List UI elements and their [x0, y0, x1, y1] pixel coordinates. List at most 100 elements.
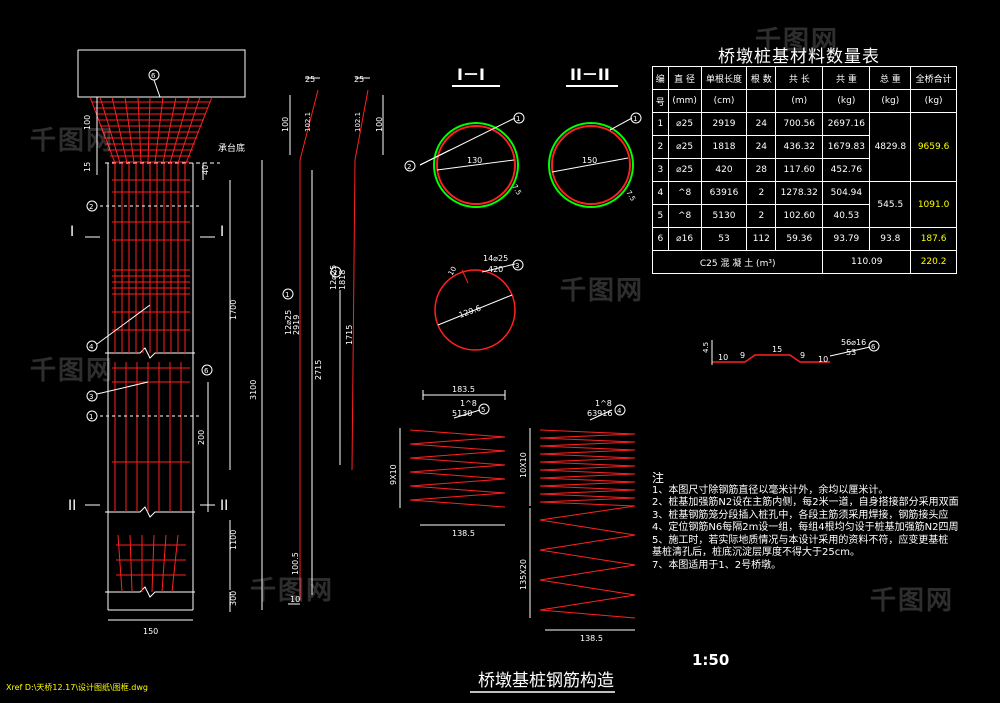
cell: ^8 — [667, 204, 702, 228]
sp5-bot: 138.5 — [452, 529, 475, 538]
cap-bottom-label: 承台底 — [218, 142, 245, 154]
callout-3: 3 — [89, 393, 93, 401]
table-row: 1 ⌀25 2919 24 700.56 2697.16 4829.8 9659… — [652, 112, 957, 182]
drawing-title: 桥墩基桩钢筋构造 — [478, 671, 614, 691]
mark-II-right: II — [220, 498, 228, 514]
xref-path: Xref D:\天桥12.17\设计图纸\图框.dwg — [6, 683, 148, 692]
secI-callout-1: 1 — [516, 115, 520, 123]
secI-dia: 130 — [467, 156, 482, 165]
cell: 1818 — [700, 135, 748, 159]
cell: 700.56 — [775, 112, 824, 136]
th-no: 编 — [652, 66, 669, 90]
cell: 3 — [652, 158, 669, 182]
note-item: 7、本图适用于1、2号桥墩。 — [652, 559, 782, 571]
cell: 4 — [652, 181, 669, 205]
bar1-callout — [282, 288, 294, 300]
dim-40: 40 — [201, 165, 210, 175]
cell: 24 — [746, 135, 777, 159]
th-weight: 共 重 — [822, 66, 871, 90]
section-I-circle — [419, 117, 519, 208]
note-item: 基桩清孔后，桩底沉淀层厚度不得大于25cm。 — [652, 547, 860, 558]
scale-label: 1:50 — [692, 651, 730, 669]
bar2-top-25: 25 — [354, 75, 364, 84]
callout-2: 2 — [89, 203, 93, 211]
cell: ⌀25 — [667, 135, 702, 159]
th-total-weight: 总 重 — [869, 66, 912, 90]
sp5-h: 9X10 — [389, 464, 398, 485]
note-item: 5、施工时，若实际地质情况与本设计采用的资料不符，应变更基桩 — [652, 534, 949, 546]
cell: 24 — [746, 112, 777, 136]
cell: 5 — [652, 204, 669, 228]
th-no-2: 号 — [652, 89, 669, 113]
cell: 504.94 — [822, 181, 871, 205]
cell: 2 — [652, 135, 669, 159]
th-count: 根 数 — [746, 66, 777, 90]
bar1-100: 100 — [281, 117, 290, 132]
callout-4: 4 — [89, 343, 94, 351]
bar1-102: 102.1 — [304, 112, 312, 132]
hook-45: 4.5 — [702, 342, 710, 353]
table-row: 5 ^8 5130 2 102.60 40.53 — [652, 204, 957, 228]
bar1-callout-num: 1 — [285, 291, 289, 299]
table-title: 桥墩桩基材料数量表 — [718, 47, 880, 67]
mark-I-right: I — [220, 224, 224, 240]
hook-9b: 9 — [800, 351, 805, 360]
hook-spec: 56⌀16 — [841, 338, 866, 347]
cell: 53 — [700, 227, 748, 251]
section-I-title: I－I — [457, 65, 485, 84]
callout-6a: 6 — [151, 72, 156, 80]
cell: 93.79 — [822, 227, 871, 251]
pile-callouts — [86, 69, 213, 422]
material-table: 编 直 径 单根长度 根 数 共 长 共 重 总 重 全桥合计 号 (mm) (… — [651, 66, 957, 274]
cell-grand-6: 187.6 — [910, 227, 957, 251]
bar1-len: 2919 — [292, 315, 301, 335]
cell: 6 — [652, 227, 669, 251]
section-II-circle — [548, 117, 634, 208]
cell: 436.32 — [775, 135, 824, 159]
note-item: 3、桩基钢筋笼分段插入桩孔中，各段主筋须采用焊接，钢筋接头应 — [652, 509, 949, 521]
secII-callout-1: 1 — [633, 115, 637, 123]
dim-150: 150 — [143, 627, 158, 636]
sp4-bot: 138.5 — [580, 634, 603, 643]
th-dia: 直 径 — [667, 66, 702, 90]
cell-grand-4-5: 1091.0 — [910, 181, 957, 228]
note-item: 2、桩基加强筋N2设在主筋内侧，每2米一道，自身搭接部分采用双面 — [652, 497, 959, 508]
concrete-grand: 220.2 — [910, 250, 957, 274]
th-len: 单根长度 — [700, 66, 748, 90]
cell: 2 — [746, 181, 777, 205]
secII-dia: 150 — [582, 156, 597, 165]
section-II-title: II－II — [570, 65, 610, 84]
cell-total-4-5: 545.5 — [869, 181, 912, 228]
concrete-label: C25 混 凝 土 (m³) — [651, 250, 824, 274]
th-len-unit: (cm) — [700, 89, 748, 113]
mark-II-left: II — [68, 498, 76, 514]
cell-grand-1-3: 9659.6 — [910, 112, 957, 182]
cage-top — [89, 96, 213, 164]
secII-t: 7.5 — [624, 189, 636, 203]
th-total-len: 共 长 — [775, 66, 824, 90]
cell: 1 — [652, 112, 669, 136]
pile-elevation — [77, 49, 246, 611]
dim-10: 10 — [290, 595, 300, 604]
dim-3100: 3100 — [249, 380, 258, 400]
cell: ⌀25 — [667, 158, 702, 182]
cell-total-6: 93.8 — [869, 227, 912, 251]
bar2-spec: 12⌀25 — [329, 265, 338, 290]
sp4-spec: 1^8 — [595, 399, 612, 408]
cell: 28 — [746, 158, 777, 182]
cell: 112 — [746, 227, 777, 251]
sp5-len: 5130 — [452, 409, 472, 418]
cell: 2697.16 — [822, 112, 871, 136]
note-item: 4、定位钢筋N6每隔2m设一组，每组4根均匀设于桩基加强筋N2四周 — [652, 522, 959, 533]
ring-spec: 14⌀25 — [483, 254, 508, 263]
bar-details — [288, 77, 384, 605]
dim-15: 15 — [83, 162, 92, 172]
dim-chain — [96, 97, 263, 621]
hook-9a: 9 — [740, 351, 745, 360]
ring-bar3 — [434, 263, 516, 351]
cell: 2 — [746, 204, 777, 228]
hook-15: 15 — [772, 345, 782, 354]
cell: 102.60 — [775, 204, 824, 228]
table-row-concrete: C25 混 凝 土 (m³) 110.09 220.2 — [651, 250, 957, 274]
